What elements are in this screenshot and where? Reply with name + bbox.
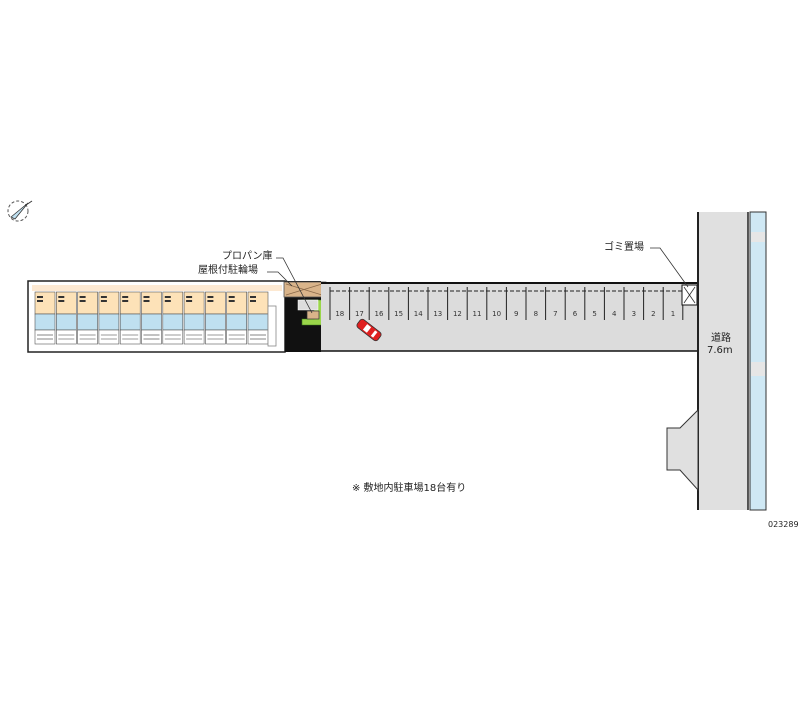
- parking-space-number: 13: [433, 310, 442, 318]
- parking-space-number: 11: [473, 310, 482, 318]
- parking-space: 6: [564, 287, 578, 320]
- parking-space-number: 7: [553, 310, 557, 318]
- parking-space-number: 12: [453, 310, 462, 318]
- apartment-unit: [119, 291, 141, 345]
- parking-lot: 18 17 16 15 14 13 12 11 10 9 8 7 6 5 4 3 2 1: [285, 282, 698, 352]
- parking-space: 4: [603, 287, 617, 320]
- road: [666, 211, 767, 511]
- property-code: 023289: [768, 520, 799, 529]
- parking-space: 2: [643, 287, 656, 320]
- parking-space-number: 5: [592, 310, 596, 318]
- car-icon: [356, 318, 382, 342]
- parking-space: 17: [349, 287, 364, 320]
- parking-space-number: 10: [492, 310, 501, 318]
- parking-space: 8: [525, 287, 538, 320]
- apartment-unit: [77, 291, 98, 345]
- apartment-unit: [34, 291, 56, 345]
- parking-space-number: 8: [534, 310, 538, 318]
- parking-space: 5: [584, 287, 597, 320]
- apartment-unit: [183, 291, 205, 345]
- parking-space-number: 1: [671, 310, 675, 318]
- compass-north-icon: [7, 200, 33, 222]
- apartment-unit: [98, 291, 120, 345]
- parking-space: 10: [486, 287, 501, 320]
- apartment-unit: [205, 291, 226, 345]
- apartment-unit: [226, 291, 247, 345]
- parking-space: 18: [329, 287, 344, 320]
- parking-space-number: 6: [573, 310, 578, 318]
- road-width-label: 7.6m: [707, 345, 733, 356]
- parking-space: 16: [368, 287, 384, 320]
- parking-space-number: 17: [355, 310, 364, 318]
- apartment-unit: [247, 291, 269, 345]
- parking-space-number: 9: [514, 310, 518, 318]
- bicycle-shelter-label: 屋根付駐輪場: [198, 265, 258, 276]
- parking-space-number: 4: [612, 310, 617, 318]
- parking-space: 11: [466, 287, 482, 320]
- parking-space: 15: [388, 287, 403, 320]
- parking-space-number: 15: [394, 310, 403, 318]
- building: [27, 280, 286, 353]
- apartment-unit: [141, 291, 162, 345]
- apartment-unit: [162, 291, 184, 345]
- parking-space: 14: [407, 287, 423, 320]
- parking-space: 3: [623, 287, 636, 320]
- parking-space: 7: [545, 287, 558, 320]
- parking-space-number: 2: [651, 310, 655, 318]
- propane-storage: [306, 310, 320, 320]
- road-name-label: 道路: [711, 333, 731, 344]
- parking-space-number: 18: [335, 310, 344, 318]
- parking-space-number: 14: [414, 310, 423, 318]
- parking-space: 9: [505, 287, 518, 320]
- parking-space: 12: [447, 287, 462, 320]
- parking-space: 1: [662, 287, 675, 320]
- garbage-area-label: ゴミ置場: [604, 242, 644, 253]
- parking-note: ※ 敷地内駐車場18台有り: [352, 483, 467, 494]
- parking-space: 13: [427, 287, 442, 320]
- apartment-unit: [55, 291, 77, 345]
- parking-space-number: 16: [375, 310, 384, 318]
- propane-storage-label: プロパン庫: [222, 251, 273, 262]
- parking-space-number: 3: [632, 310, 636, 318]
